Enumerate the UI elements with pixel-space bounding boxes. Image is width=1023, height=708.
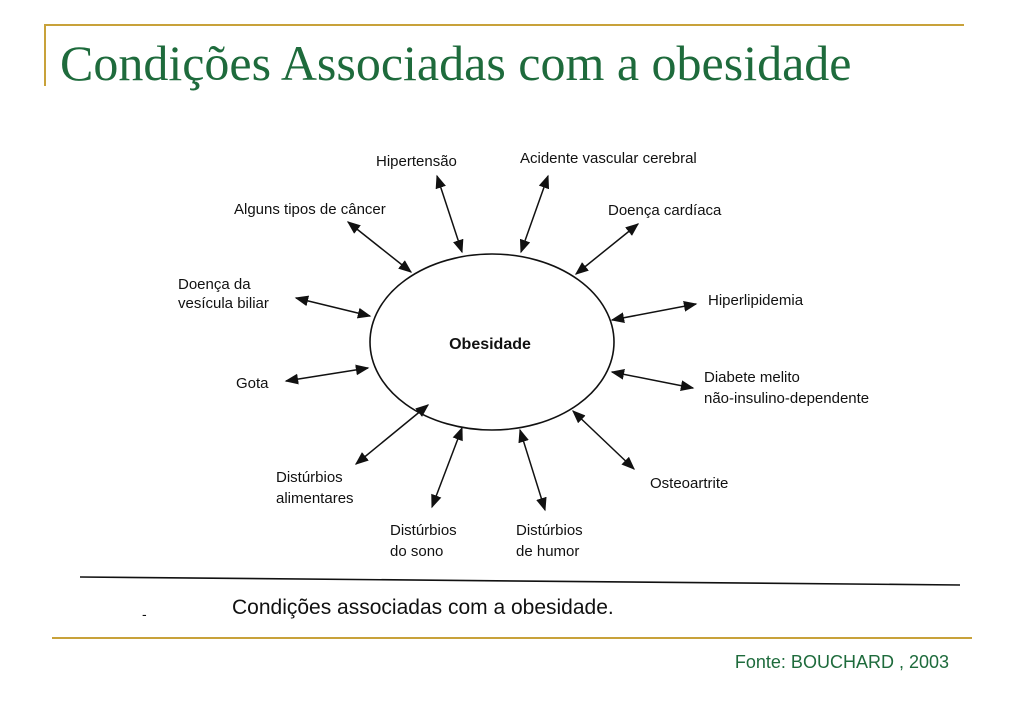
double-arrow	[431, 426, 463, 509]
double-arrow	[519, 174, 550, 254]
condition-label: Doença cardíaca	[608, 202, 722, 219]
double-arrow	[346, 221, 413, 273]
accent-top-rule	[44, 24, 964, 26]
condition-doenca-da-vesicula-biliar: Doença da vesícula biliar	[178, 276, 269, 312]
condition-label: Doença da vesícula biliar	[178, 276, 269, 312]
condition-label: Diabete melito não-insulino-dependente	[704, 369, 869, 407]
double-arrow	[518, 428, 547, 512]
double-arrow	[284, 364, 370, 385]
accent-left-rule	[44, 24, 46, 86]
condition-label: Acidente vascular cerebral	[520, 150, 697, 167]
condition-label: Hipertensão	[376, 153, 457, 170]
condition-label: Gota	[236, 375, 269, 392]
condition-label: Osteoartrite	[650, 475, 728, 492]
double-arrow	[574, 223, 640, 275]
condition-label: Distúrbios alimentares	[276, 469, 354, 507]
double-arrow	[572, 410, 635, 470]
condition-label: Distúrbios do sono	[390, 522, 461, 560]
double-arrow	[354, 404, 430, 465]
condition-disturbios-de-humor: Distúrbios de humor	[516, 522, 587, 560]
condition-label: Hiperlipidemia	[708, 292, 804, 309]
condition-acidente-vascular-cerebral: Acidente vascular cerebral	[520, 150, 697, 167]
condition-alguns-tipos-de-cancer: Alguns tipos de câncer	[234, 201, 386, 218]
condition-disturbios-alimentares: Distúrbios alimentares	[276, 469, 354, 507]
condition-label: Alguns tipos de câncer	[234, 201, 386, 218]
slide-title: Condições Associadas com a obesidade	[60, 35, 852, 91]
condition-label: Distúrbios de humor	[516, 522, 587, 560]
condition-disturbios-do-sono: Distúrbios do sono	[390, 522, 461, 560]
double-arrow	[610, 300, 698, 324]
caption-dash: -	[142, 606, 147, 622]
double-arrow	[435, 174, 464, 254]
double-arrow	[294, 295, 372, 319]
condition-hiperlipidemia: Hiperlipidemia	[708, 292, 804, 309]
figure-divider-rule	[79, 576, 961, 586]
accent-bottom-rule	[52, 637, 972, 639]
connector-arrows	[284, 174, 698, 512]
condition-hipertensao: Hipertensão	[376, 153, 457, 170]
condition-diabete-melito: Diabete melito não-insulino-dependente	[704, 369, 869, 407]
condition-osteoartrite: Osteoartrite	[650, 475, 728, 492]
obesity-ellipse	[369, 253, 615, 431]
source-citation: Fonte: BOUCHARD , 2003	[734, 652, 949, 672]
condition-doenca-cardiaca: Doença cardíaca	[608, 202, 722, 219]
condition-gota: Gota	[236, 375, 269, 392]
double-arrow	[610, 369, 695, 391]
center-label: Obesidade	[449, 336, 531, 353]
figure-caption: Condições associadas com a obesidade.	[232, 596, 614, 619]
